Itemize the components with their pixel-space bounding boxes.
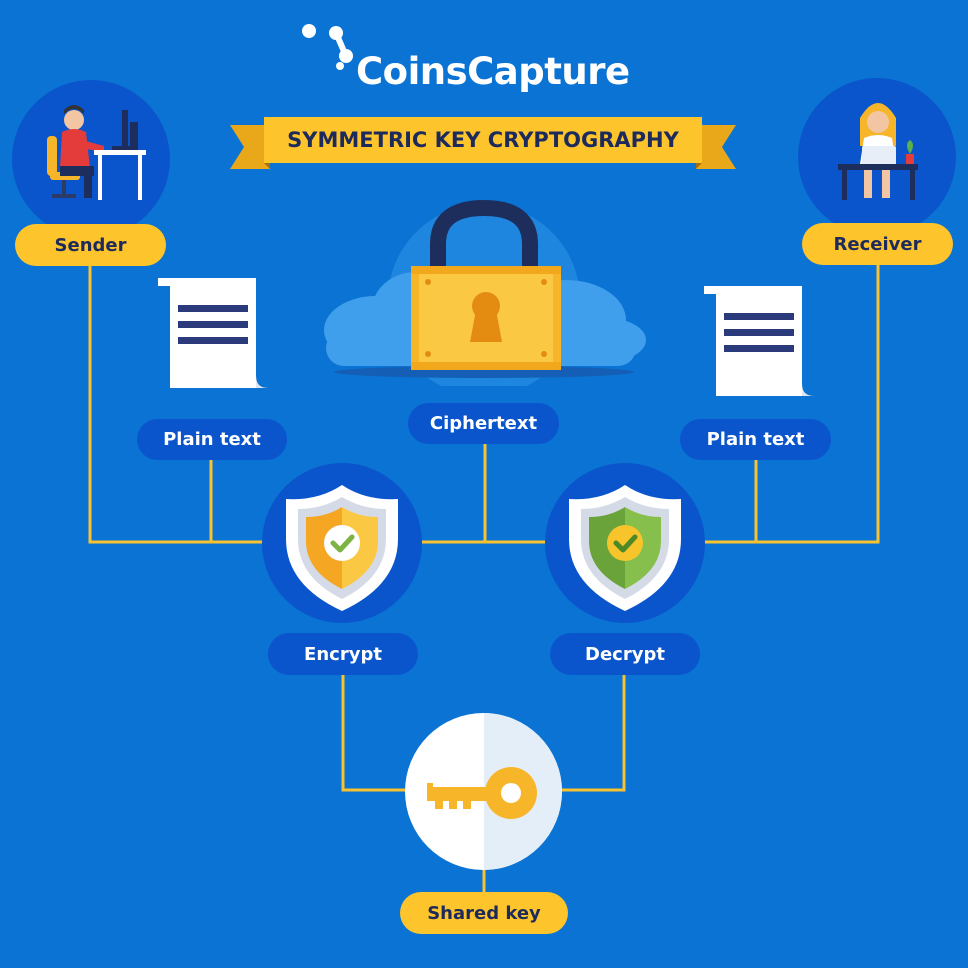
sender-avatar (12, 80, 170, 238)
padlock-icon (324, 199, 646, 386)
shield-check-icon (286, 485, 398, 611)
shared-key-label: Shared key (400, 892, 568, 934)
document-icon-right (704, 286, 814, 396)
decrypt-to-receiver-line (700, 262, 880, 544)
dots-logo-icon (302, 24, 353, 70)
man-at-computer-icon (47, 105, 146, 200)
plaintext-left-label: Plain text (137, 419, 287, 460)
receiver-label: Receiver (802, 223, 953, 265)
shared-key-node (405, 713, 562, 870)
sender-label: Sender (15, 224, 166, 266)
shield-check-icon-decrypt (569, 485, 681, 611)
key-icon (427, 713, 562, 870)
encrypt-label: Encrypt (268, 633, 418, 675)
decrypt-to-key-line (562, 674, 626, 792)
ciphertext-label: Ciphertext (408, 403, 559, 444)
title-ribbon: SYMMETRIC KEY CRYPTOGRAPHY (230, 113, 736, 173)
document-icon (158, 278, 268, 388)
decrypt-node (545, 463, 705, 623)
brand-name: CoinsCapture (356, 50, 630, 93)
ribbon-shape (230, 117, 736, 169)
encrypt-node (262, 463, 422, 623)
decrypt-label: Decrypt (550, 633, 700, 675)
receiver-avatar (798, 78, 956, 236)
page-title: SYMMETRIC KEY CRYPTOGRAPHY (287, 128, 679, 152)
plaintext-right-label: Plain text (680, 419, 831, 460)
brand: CoinsCapture (300, 22, 660, 102)
encrypt-to-key-line (341, 674, 405, 792)
woman-at-laptop-icon (838, 103, 918, 200)
